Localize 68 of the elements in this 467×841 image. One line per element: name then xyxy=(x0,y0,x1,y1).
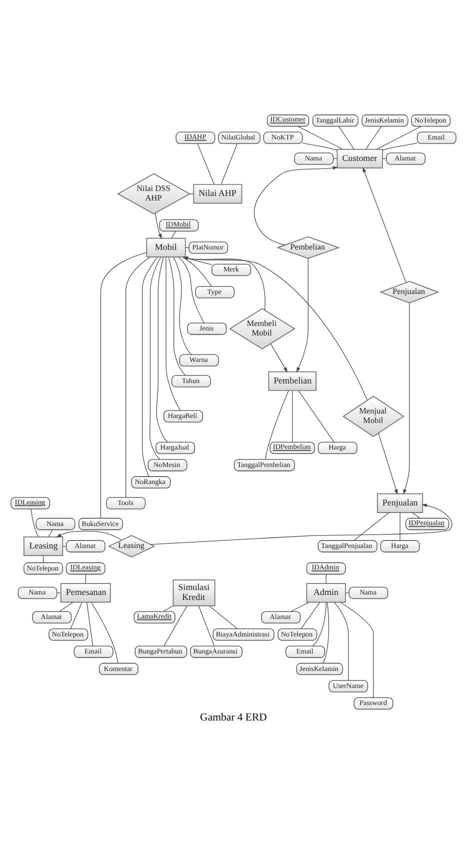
arrow xyxy=(182,256,368,400)
connector xyxy=(198,605,215,646)
connector xyxy=(162,604,174,612)
connector xyxy=(142,256,158,476)
node-diamond: Pembelian xyxy=(276,236,340,258)
connector xyxy=(178,256,204,323)
node-diamond: Penjualan xyxy=(379,280,440,303)
connector xyxy=(340,602,374,698)
connector xyxy=(126,256,150,498)
connector xyxy=(197,142,214,184)
node-box: Pembelian xyxy=(268,370,316,390)
arrow xyxy=(296,258,308,372)
connector xyxy=(208,605,238,629)
connector xyxy=(312,602,326,646)
connector xyxy=(171,230,176,238)
connector xyxy=(298,390,334,442)
connector xyxy=(30,508,39,537)
node-diamond: Leasing xyxy=(108,534,156,557)
connector xyxy=(290,601,310,612)
connector xyxy=(85,574,86,584)
connector xyxy=(48,528,53,537)
connector xyxy=(164,605,188,646)
arrow xyxy=(150,503,452,544)
connector xyxy=(322,601,330,664)
connector xyxy=(59,601,74,612)
node-diamond: Menjual Mobil xyxy=(342,395,404,436)
connector xyxy=(182,256,212,286)
arrow xyxy=(378,432,398,494)
caption: Gambar 4 ERD xyxy=(200,711,267,724)
node-diamond: Nilai DSS AHP xyxy=(117,172,191,214)
connector xyxy=(365,126,382,150)
connector xyxy=(100,252,147,518)
node-box: Simulasi Kredit xyxy=(172,579,216,606)
arrow xyxy=(182,256,266,310)
connector xyxy=(298,126,344,150)
connector xyxy=(168,256,186,376)
node-box: Nilai AHP xyxy=(193,184,242,204)
connector xyxy=(300,602,320,628)
connector xyxy=(70,602,82,628)
connector xyxy=(354,512,390,540)
arrow xyxy=(362,166,406,282)
connector xyxy=(220,142,238,184)
connector xyxy=(376,126,422,150)
connector xyxy=(166,256,180,410)
connector xyxy=(302,142,338,150)
node-box: Penjualan xyxy=(376,492,424,512)
connector xyxy=(156,256,168,442)
connector xyxy=(412,512,420,518)
connector xyxy=(334,602,349,680)
arrow xyxy=(56,530,122,540)
node-box: Admin xyxy=(306,582,346,602)
arrow xyxy=(155,212,162,238)
node-box: Customer xyxy=(336,148,383,168)
node-box: Leasing xyxy=(23,536,64,556)
connector xyxy=(338,126,354,150)
connector xyxy=(382,142,418,150)
node-box: Pemesanan xyxy=(60,582,111,602)
arrow xyxy=(403,302,410,494)
connector xyxy=(292,390,293,442)
node-box: Mobil xyxy=(146,237,186,257)
arrow xyxy=(254,166,338,245)
connector xyxy=(149,256,161,460)
connector xyxy=(90,602,118,663)
connector xyxy=(265,390,289,460)
node-diamond: Membeli Mobil xyxy=(229,308,296,349)
arrow xyxy=(270,342,288,372)
connector xyxy=(172,256,192,354)
connector xyxy=(86,602,94,646)
